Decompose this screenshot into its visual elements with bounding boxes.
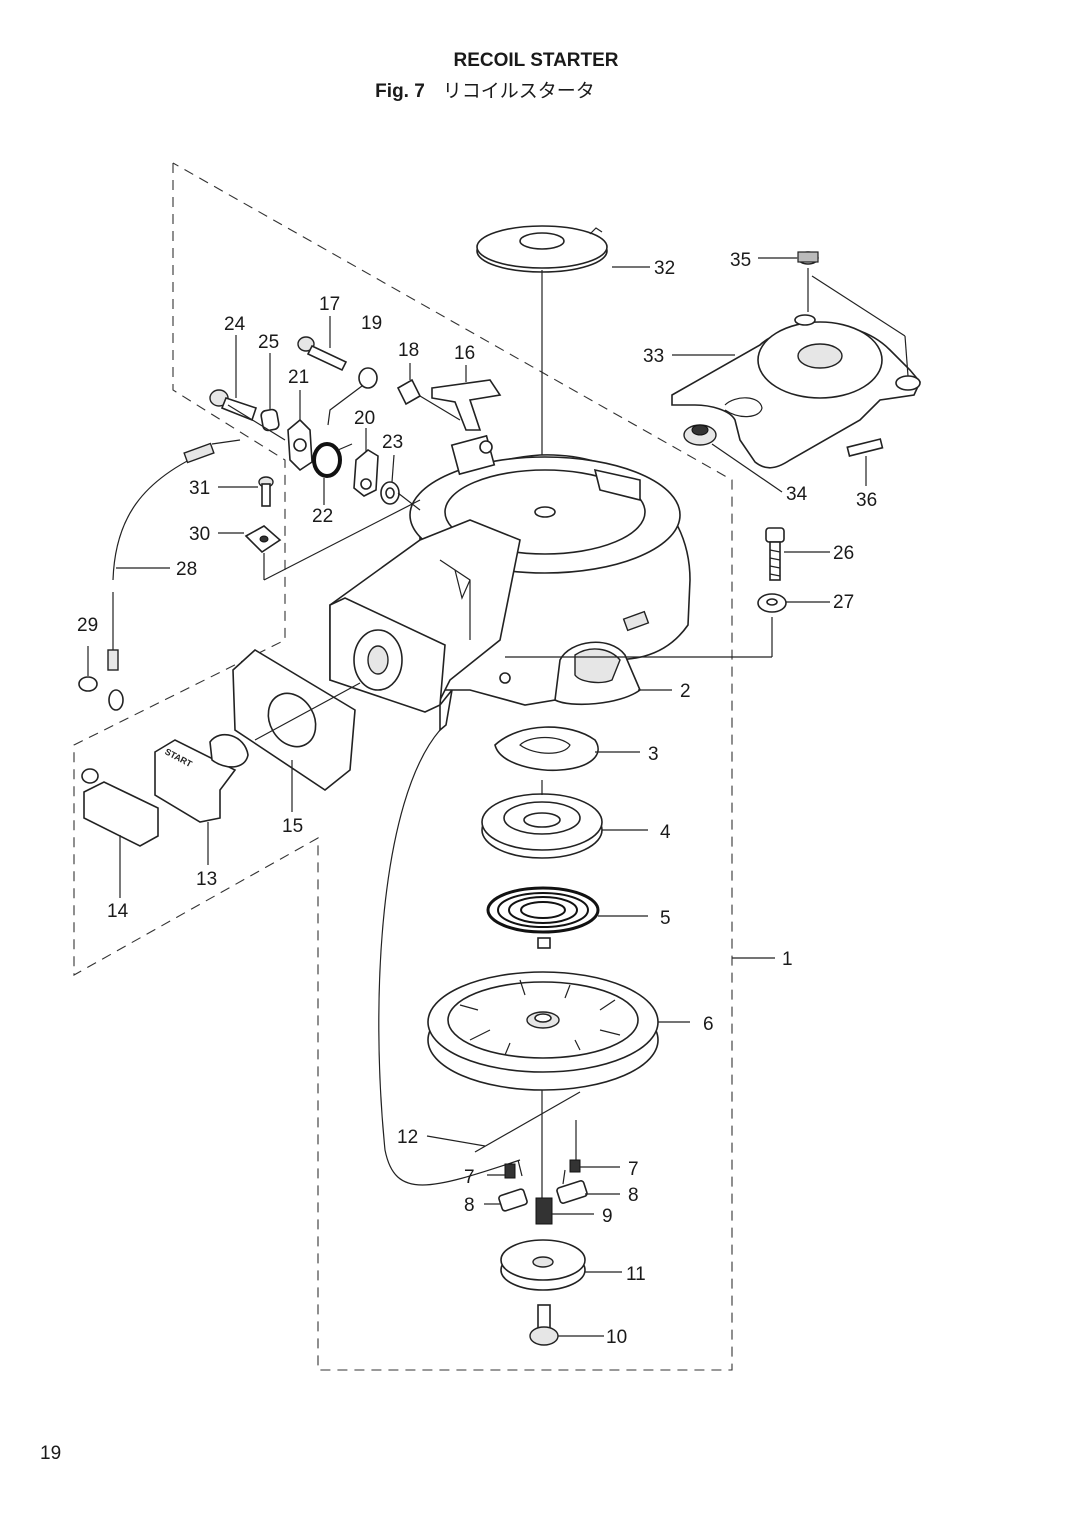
part-7-spring-left — [504, 1159, 523, 1179]
part-27-washer — [757, 593, 787, 613]
callout-3: 3 — [648, 744, 659, 765]
callout-2: 2 — [680, 681, 691, 702]
figure-caption: Fig. 7 リコイルスタータ — [375, 76, 595, 103]
callout-35: 35 — [730, 250, 751, 271]
part-13-handle: START — [154, 733, 249, 823]
callout-10: 10 — [606, 1327, 627, 1348]
part-35-grommet — [797, 251, 819, 265]
callout-24: 24 — [224, 314, 246, 335]
part-2-housing — [329, 434, 691, 732]
callout-8-left: 8 — [464, 1195, 475, 1216]
part-18-pin — [396, 378, 422, 406]
diagram-title: RECOIL STARTER — [453, 50, 619, 71]
callout-13: 13 — [196, 869, 217, 890]
callout-36: 36 — [856, 490, 877, 511]
callout-4: 5 — [660, 908, 671, 929]
callout-28: 28 — [176, 559, 197, 580]
callout-30: 30 — [189, 524, 210, 545]
part-7-spring-right — [562, 1159, 581, 1185]
callout-23: 23 — [382, 432, 403, 453]
callout-22: 22 — [312, 506, 333, 527]
callout-7-right: 7 — [628, 1159, 639, 1180]
callout-1: 1 — [782, 949, 793, 970]
callout-29: 29 — [77, 615, 98, 636]
part-34-grommet — [683, 424, 717, 446]
part-31-screw — [258, 476, 274, 507]
callout-26: 26 — [833, 543, 854, 564]
part-16-lever — [431, 379, 502, 431]
callout-21: 21 — [288, 367, 309, 388]
callout-32: 32 — [654, 258, 675, 279]
figure-title-jp: リコイルスタータ — [442, 80, 595, 102]
part-22-spring — [312, 442, 353, 478]
part-33-cover — [671, 314, 921, 469]
callout-16: 16 — [454, 343, 475, 364]
part-23-washer — [380, 481, 400, 505]
callout-11: 11 — [626, 1264, 646, 1285]
part-30-plate — [244, 525, 282, 554]
part-36-label — [846, 438, 884, 457]
assembly-boundary — [73, 162, 733, 1371]
callout-25: 25 — [258, 332, 279, 353]
callout-20: 20 — [354, 408, 375, 429]
part-17-bolt — [297, 336, 348, 372]
part-10-bolt — [529, 1304, 559, 1346]
part-9-spring — [535, 1197, 553, 1225]
callout-12: 12 — [397, 1127, 418, 1148]
part-15-plate — [232, 649, 356, 791]
callout-34: 34 — [786, 484, 808, 505]
part-25-collar — [260, 408, 280, 432]
callout-17: 17 — [319, 294, 340, 315]
part-28-cable — [107, 439, 241, 711]
part-32-plate — [476, 225, 608, 273]
part-29-clip — [78, 676, 98, 692]
callout-31: 31 — [189, 478, 210, 499]
part-26-bolt — [765, 527, 785, 581]
part-14-bracket — [81, 768, 159, 847]
callout-6: 6 — [703, 1014, 714, 1035]
callout-9: 9 — [602, 1206, 613, 1227]
part-3-gasket — [494, 726, 599, 772]
part-5-ring — [481, 793, 603, 859]
part-6-reel — [427, 971, 659, 1091]
part-21-plate — [287, 418, 313, 472]
part-8-pawl-right — [556, 1180, 588, 1204]
callout-14: 14 — [107, 901, 129, 922]
callout-27: 27 — [833, 592, 854, 613]
callout-8-right: 8 — [628, 1185, 639, 1206]
callout-labels: 1 2 3 5 4 6 7 7 8 8 9 10 11 12 13 14 15 … — [77, 250, 877, 1348]
part-19-spring — [327, 367, 378, 426]
page-number: 19 — [40, 1443, 62, 1464]
callout-15: 15 — [282, 816, 303, 837]
part-24-bolt — [209, 389, 258, 422]
figure-number: Fig. 7 — [375, 81, 425, 102]
callout-18: 18 — [398, 340, 419, 361]
callout-19: 19 — [361, 313, 382, 334]
callout-33: 33 — [643, 346, 664, 367]
callout-5: 4 — [660, 822, 671, 843]
part-20-arm — [353, 449, 379, 497]
part-11-ratchet — [500, 1239, 586, 1291]
part-8-pawl-left — [498, 1188, 528, 1212]
part-4-spring — [486, 886, 600, 949]
callout-7-left: 7 — [464, 1167, 475, 1188]
